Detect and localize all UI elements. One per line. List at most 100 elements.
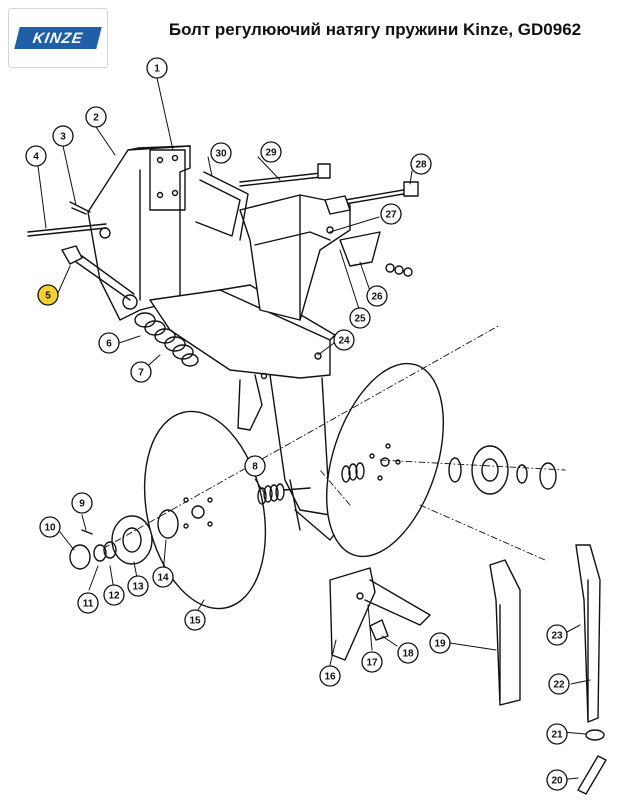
callout-label: 8: [252, 462, 258, 473]
callout-16: 16: [319, 665, 341, 687]
callout-label: 5: [45, 291, 51, 302]
callout-circle: [210, 142, 232, 164]
callout-label: 17: [366, 658, 378, 669]
callout-circle: [260, 141, 282, 163]
callout-1: 1: [146, 57, 168, 79]
adjusting-bolt: [61, 245, 135, 301]
callout-circle: [319, 665, 341, 687]
callout-circle: [37, 284, 59, 306]
callout-circle: [184, 609, 206, 631]
callout-circle: [333, 329, 355, 351]
callout-22: 22: [548, 673, 570, 695]
callout-circle: [103, 584, 125, 606]
callout-circle: [429, 632, 451, 654]
scraper-plate: [339, 231, 413, 277]
u-bolt: [195, 171, 249, 241]
callout-18: 18: [397, 642, 419, 664]
callout-21: 21: [546, 723, 568, 745]
callout-circle: [98, 332, 120, 354]
callout-label: 22: [553, 680, 565, 691]
callout-4: 4: [25, 145, 47, 167]
callout-circle: [25, 145, 47, 167]
callout-20: 20: [546, 769, 568, 791]
callout-label: 13: [132, 582, 144, 593]
callout-24: 24: [333, 329, 355, 351]
callout-label: 10: [44, 523, 56, 534]
callout-circle: [361, 651, 383, 673]
callout-label: 16: [324, 672, 336, 683]
callout-label: 1: [154, 64, 160, 75]
callout-2: 2: [85, 106, 107, 128]
callout-label: 15: [189, 616, 201, 627]
callout-27: 27: [380, 203, 402, 225]
callout-12: 12: [103, 584, 125, 606]
upper-casting: [239, 194, 351, 321]
callout-circle: [52, 125, 74, 147]
callout-30: 30: [210, 142, 232, 164]
callout-label: 25: [354, 314, 366, 325]
callout-11: 11: [77, 592, 99, 614]
callout-label: 20: [551, 776, 563, 787]
callout-5: 5: [37, 284, 59, 306]
callout-circle: [366, 285, 388, 307]
callout-circle: [546, 624, 568, 646]
left-opener-disc: [143, 410, 267, 610]
callout-15: 15: [184, 609, 206, 631]
callout-28: 28: [410, 153, 432, 175]
callout-26: 26: [366, 285, 388, 307]
callout-label: 7: [138, 368, 144, 379]
seed-boot: [329, 567, 431, 661]
callout-label: 2: [93, 113, 99, 124]
callout-13: 13: [127, 575, 149, 597]
callout-circle: [152, 566, 174, 588]
callout-10: 10: [39, 516, 61, 538]
callout-19: 19: [429, 632, 451, 654]
callout-14: 14: [152, 566, 174, 588]
callout-label: 3: [60, 132, 66, 143]
callout-label: 4: [33, 152, 39, 163]
callout-circle: [71, 492, 93, 514]
callout-label: 23: [551, 631, 563, 642]
callout-circle: [244, 455, 266, 477]
callout-label: 6: [106, 339, 112, 350]
callout-circle: [77, 592, 99, 614]
center-lines: [103, 324, 566, 561]
callout-label: 18: [402, 649, 414, 660]
callout-25: 25: [349, 307, 371, 329]
callout-circle: [39, 516, 61, 538]
callout-label: 27: [385, 210, 397, 221]
callout-circle: [349, 307, 371, 329]
page-title: Болт регулюючий натягу пружини Kinze, GD…: [168, 20, 582, 39]
callout-label: 11: [83, 599, 94, 610]
callout-label: 12: [108, 591, 120, 602]
callout-label: 29: [265, 148, 277, 159]
callout-label: 28: [415, 160, 427, 171]
callout-8: 8: [244, 455, 266, 477]
left-hub: [69, 509, 179, 570]
callout-circle: [146, 57, 168, 79]
callout-7: 7: [130, 361, 152, 383]
callout-label: 14: [157, 573, 169, 584]
small-fasteners: [577, 729, 607, 795]
callout-29: 29: [260, 141, 282, 163]
callout-circle: [546, 723, 568, 745]
tension-spring: [122, 294, 199, 367]
spacer-washers: [257, 462, 365, 505]
callout-label: 19: [434, 639, 446, 650]
pivot-pin: [27, 201, 107, 237]
callout-label: 9: [79, 499, 85, 510]
callout-circle: [410, 153, 432, 175]
mounting-bracket: [87, 145, 191, 321]
callout-label: 30: [215, 149, 227, 160]
callout-6: 6: [98, 332, 120, 354]
callout-group: 1234567891011121314151617181920212223242…: [25, 57, 570, 791]
callout-circle: [380, 203, 402, 225]
callout-circle: [548, 673, 570, 695]
callout-17: 17: [361, 651, 383, 673]
callout-label: 26: [371, 292, 383, 303]
callout-circle: [85, 106, 107, 128]
kinze-logo: KINZE: [8, 8, 108, 68]
long-bolts: [239, 163, 419, 215]
callout-9: 9: [71, 492, 93, 514]
